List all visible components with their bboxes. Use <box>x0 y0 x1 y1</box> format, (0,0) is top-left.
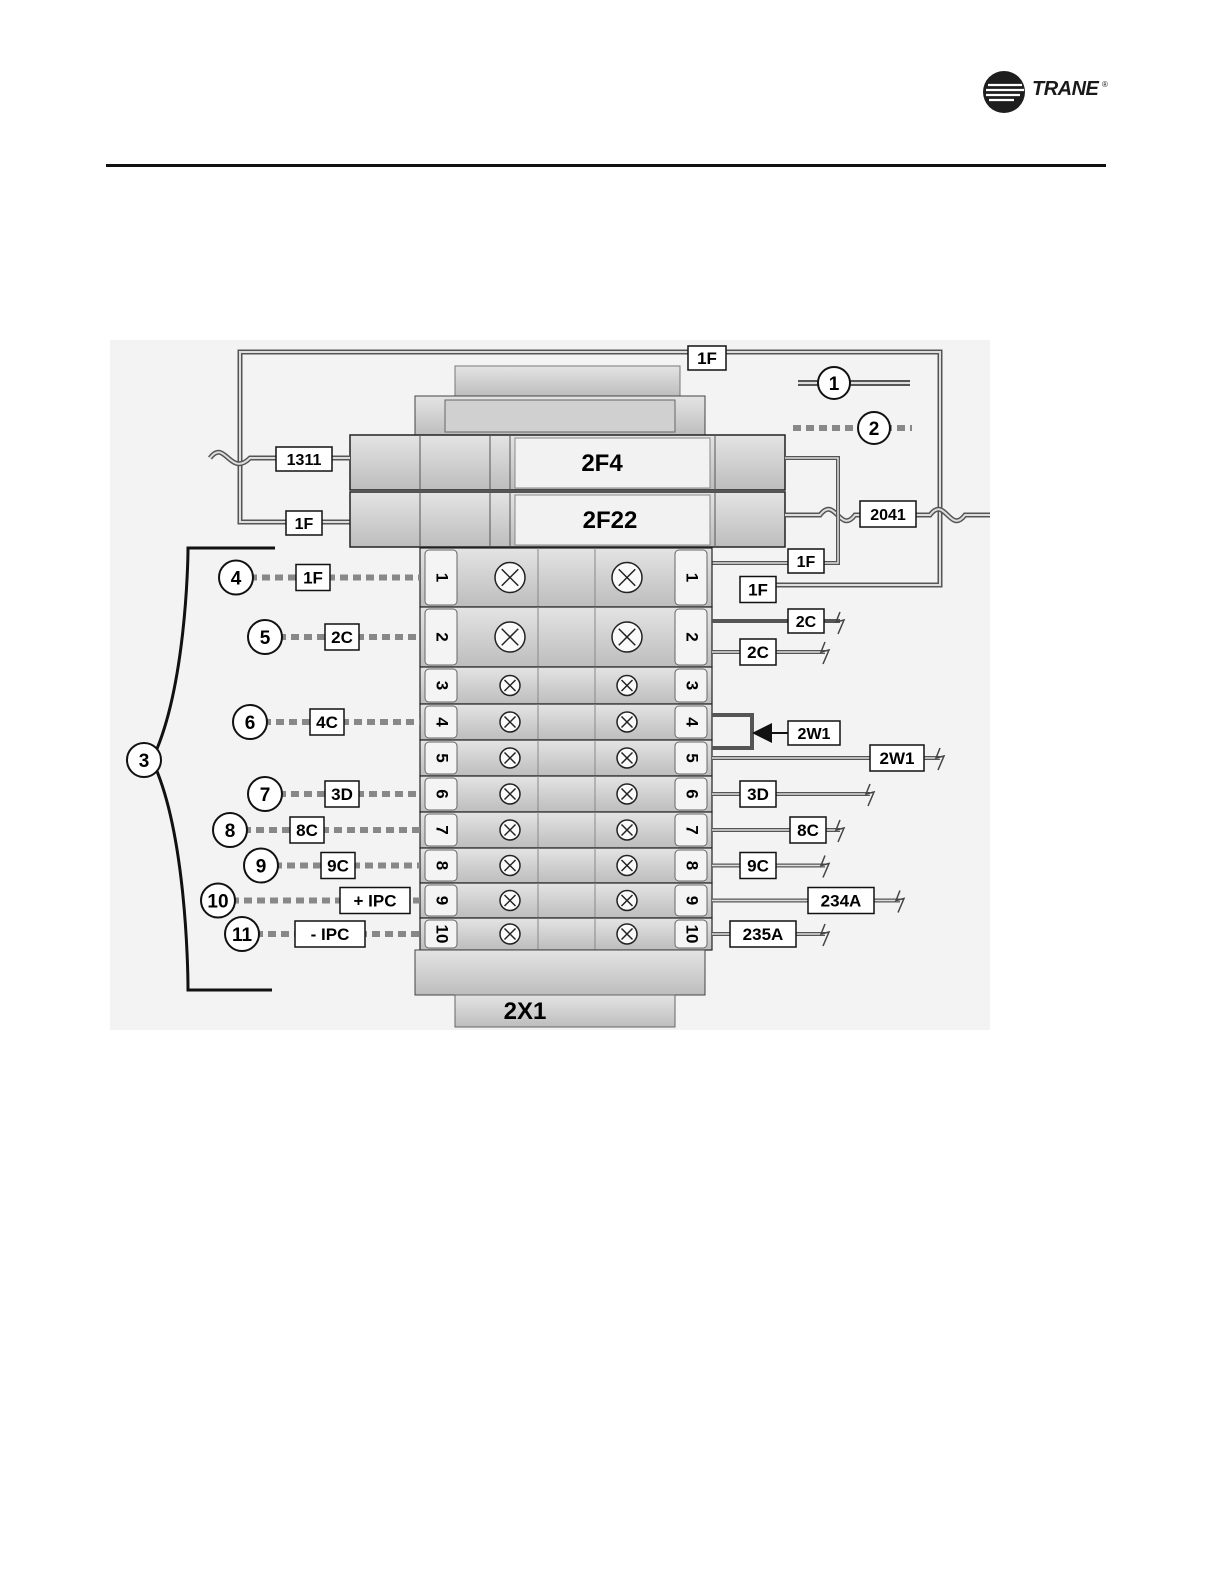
terminal-number-left: 4 <box>433 717 452 727</box>
fuse-block-2f4: 2F4 <box>350 435 785 490</box>
svg-text:1F: 1F <box>295 516 314 533</box>
svg-text:1F: 1F <box>797 554 816 571</box>
terminal-number-right: 7 <box>683 825 702 834</box>
brand-registered-mark: ® <box>1102 80 1108 89</box>
svg-text:10: 10 <box>207 892 228 913</box>
svg-text:4C: 4C <box>316 713 338 732</box>
svg-text:2: 2 <box>869 419 880 440</box>
svg-text:2W1: 2W1 <box>880 749 915 768</box>
terminal-screw-icon <box>617 856 637 876</box>
terminal-number-right: 10 <box>683 925 702 944</box>
wire-label-t1-upper: 1F <box>788 549 824 573</box>
terminal-screw-icon <box>495 563 525 593</box>
terminal-number-right: 9 <box>683 896 702 905</box>
top-end-clamp <box>455 366 680 396</box>
terminal-screw-icon <box>617 820 637 840</box>
svg-text:3: 3 <box>139 751 150 772</box>
svg-text:1F: 1F <box>303 569 323 588</box>
wiring-diagram: 1F 2F4 2F22 1311 1F 2041 <box>100 330 1000 1030</box>
terminal-number-right: 8 <box>683 861 702 870</box>
terminal-row-10: 10 10 <box>420 918 712 950</box>
svg-text:9: 9 <box>256 857 267 878</box>
header-divider <box>106 164 1106 167</box>
svg-text:235A: 235A <box>743 925 784 944</box>
terminal-number-left: 6 <box>433 789 452 798</box>
svg-text:2X1: 2X1 <box>504 998 547 1025</box>
terminal-number-left: 5 <box>433 753 452 762</box>
svg-text:1311: 1311 <box>287 452 322 469</box>
terminal-screw-icon <box>495 622 525 652</box>
terminal-number-right: 2 <box>683 632 702 641</box>
terminal-number-left: 8 <box>433 861 452 870</box>
terminal-row-9: 99 <box>420 883 712 918</box>
svg-text:2W1: 2W1 <box>798 726 831 743</box>
svg-text:2C: 2C <box>747 643 769 662</box>
terminal-screw-icon <box>500 676 520 696</box>
terminal-number-left: 3 <box>433 681 452 690</box>
svg-text:2C: 2C <box>796 614 817 631</box>
svg-text:2041: 2041 <box>870 507 906 524</box>
svg-text:2F4: 2F4 <box>581 450 623 477</box>
wire-label-top-1f: 1F <box>688 346 726 370</box>
brand-name: TRANE <box>1032 78 1098 101</box>
terminal-screw-icon <box>500 891 520 911</box>
svg-text:+ IPC: + IPC <box>354 892 397 911</box>
svg-text:234A: 234A <box>821 892 862 911</box>
terminal-screw-icon <box>617 891 637 911</box>
svg-text:- IPC: - IPC <box>311 925 350 944</box>
terminal-screw-icon <box>617 712 637 732</box>
svg-text:1F: 1F <box>748 581 768 600</box>
svg-text:3D: 3D <box>747 785 769 804</box>
terminal-screw-icon <box>617 748 637 768</box>
svg-text:8C: 8C <box>296 821 318 840</box>
terminal-screw-icon <box>500 712 520 732</box>
svg-text:4: 4 <box>231 569 242 590</box>
svg-text:9C: 9C <box>747 857 769 876</box>
terminal-number-left: 2 <box>433 632 452 641</box>
terminal-screw-icon <box>500 856 520 876</box>
fuse-block-2f22: 2F22 <box>350 492 785 547</box>
svg-text:7: 7 <box>260 785 271 806</box>
svg-text:9C: 9C <box>327 857 349 876</box>
svg-text:5: 5 <box>260 628 271 649</box>
terminal-number-left: 1 <box>433 573 452 582</box>
terminal-number-left: 10 <box>433 925 452 944</box>
terminal-number-right: 3 <box>683 681 702 690</box>
terminal-screw-icon <box>500 784 520 804</box>
terminal-number-right: 5 <box>683 753 702 762</box>
terminal-screw-icon <box>617 784 637 804</box>
svg-text:1F: 1F <box>697 349 717 368</box>
terminal-number-right: 1 <box>683 573 702 582</box>
terminal-number-right: 6 <box>683 789 702 798</box>
terminal-screw-icon <box>500 820 520 840</box>
svg-text:3D: 3D <box>331 785 353 804</box>
svg-text:11: 11 <box>232 925 253 946</box>
svg-text:1: 1 <box>829 374 840 395</box>
terminal-screw-icon <box>617 676 637 696</box>
wire-left-1f: 1F <box>286 511 322 535</box>
terminal-screw-icon <box>612 622 642 652</box>
svg-text:8C: 8C <box>797 821 819 840</box>
terminal-number-right: 4 <box>683 717 702 727</box>
terminal-screw-icon <box>617 924 637 944</box>
terminal-number-left: 7 <box>433 825 452 834</box>
svg-text:8: 8 <box>225 821 236 842</box>
right-wire-1: 1F <box>740 577 776 603</box>
svg-text:2F22: 2F22 <box>583 507 638 534</box>
terminal-screw-icon <box>612 563 642 593</box>
terminal-number-left: 9 <box>433 896 452 905</box>
terminal-screw-icon <box>500 748 520 768</box>
svg-text:6: 6 <box>245 713 256 734</box>
bottom-end-clamp: 2X1 <box>415 950 705 1027</box>
svg-text:2C: 2C <box>331 628 353 647</box>
terminal-screw-icon <box>500 924 520 944</box>
